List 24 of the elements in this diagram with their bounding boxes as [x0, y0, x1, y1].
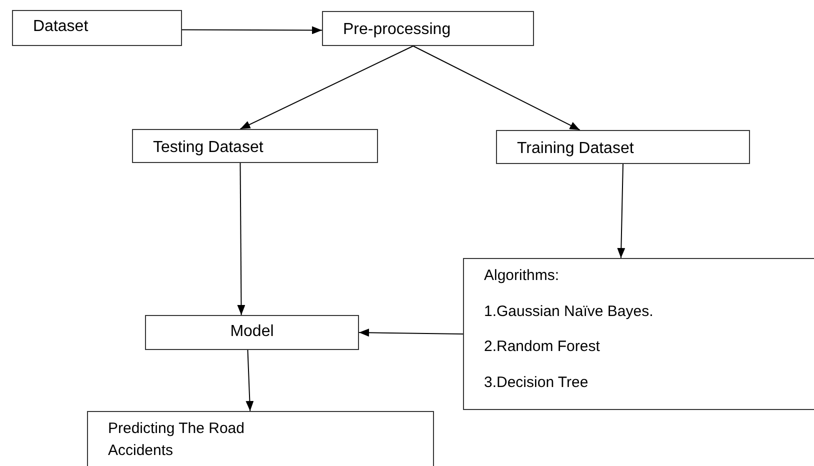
box-text: Testing Dataset — [153, 138, 264, 158]
box-text: 2.Random Forest — [484, 337, 601, 357]
process-box — [496, 130, 750, 164]
arrow — [412, 46, 580, 130]
arrow — [617, 164, 626, 258]
process-box — [145, 315, 359, 350]
process-box — [463, 258, 814, 410]
process-box — [12, 10, 182, 46]
arrow — [182, 26, 322, 34]
arrow — [240, 46, 414, 130]
box-text: Training Dataset — [517, 139, 635, 159]
arrow — [358, 328, 464, 337]
process-box — [322, 11, 534, 46]
arrow — [237, 162, 246, 316]
box-text: Algorithms: — [484, 266, 560, 286]
process-box — [87, 411, 434, 466]
box-text: 3.Decision Tree — [484, 372, 590, 392]
box-text: Dataset — [33, 17, 90, 37]
box-text: 1.Gaussian Naïve Bayes. — [484, 302, 654, 322]
box-text: Predicting The Road Accidents — [108, 419, 246, 461]
box-text: Pre-processing — [343, 20, 452, 40]
arrow — [246, 350, 254, 412]
process-box — [132, 129, 378, 163]
box-text: Model — [230, 322, 274, 342]
